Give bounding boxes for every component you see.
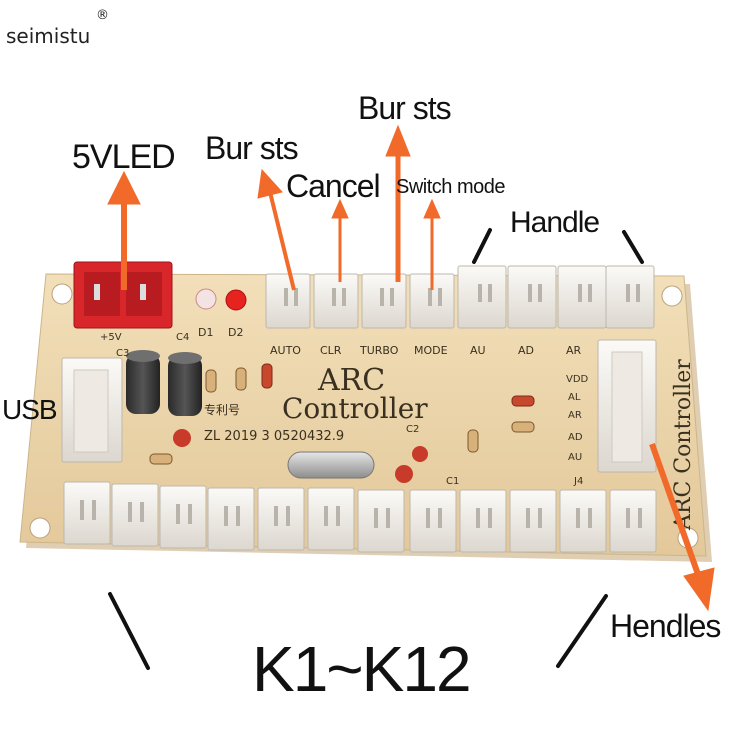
silk-j4: J4 bbox=[573, 476, 583, 487]
usb-connector bbox=[61, 357, 123, 463]
label-bursts-right: Bur sts bbox=[358, 90, 452, 126]
label-5vled: 5VLED bbox=[72, 138, 176, 176]
silk-au2: AU bbox=[568, 452, 582, 463]
silk-plus5v: +5V bbox=[100, 332, 122, 343]
label-usb: USB bbox=[2, 394, 58, 425]
patent-number: ZL 2019 3 0520432.9 bbox=[204, 429, 344, 444]
crystal bbox=[287, 451, 375, 479]
silk-al: AL bbox=[568, 392, 581, 403]
arrows bbox=[107, 124, 715, 612]
label-bursts-left: Bur sts bbox=[205, 130, 299, 166]
silk-ar2: AR bbox=[568, 410, 582, 421]
silk-mode: MODE bbox=[414, 344, 448, 357]
mount-hole bbox=[51, 283, 73, 305]
silk-d2: D2 bbox=[228, 326, 243, 339]
label-handle: Handle bbox=[510, 206, 600, 239]
right-connector bbox=[597, 339, 657, 473]
red-led-connector bbox=[73, 261, 173, 329]
board-title-controller: Controller bbox=[282, 392, 428, 425]
label-cancel: Cancel bbox=[286, 168, 381, 204]
label-switch-mode: Switch mode bbox=[396, 176, 506, 198]
mount-hole bbox=[661, 285, 683, 307]
silk-turbo: TURBO bbox=[359, 344, 399, 357]
silk-au: AU bbox=[470, 344, 486, 357]
ceramic-cap bbox=[395, 465, 413, 483]
bottom-connectors bbox=[63, 481, 657, 553]
silk-clr: CLR bbox=[320, 344, 342, 357]
brand-name: seimistu bbox=[6, 24, 91, 48]
ceramic-cap bbox=[173, 429, 191, 447]
label-k-range: K1~K12 bbox=[252, 633, 472, 705]
silk-ad2: AD bbox=[568, 432, 583, 443]
board-title-arc: ARC bbox=[317, 363, 385, 398]
capacitors bbox=[126, 350, 202, 416]
led-d1 bbox=[195, 288, 217, 310]
ceramic-cap bbox=[412, 446, 428, 462]
resistors bbox=[149, 363, 535, 465]
silk-c1: C1 bbox=[446, 476, 459, 487]
mount-hole bbox=[29, 517, 51, 539]
silk-d1: D1 bbox=[198, 326, 213, 339]
silk-auto: AUTO bbox=[270, 344, 301, 357]
label-hendles: Hendles bbox=[610, 608, 721, 644]
top-connectors bbox=[265, 265, 655, 329]
patent-label: 专利号 bbox=[204, 402, 240, 417]
silk-vdd: VDD bbox=[566, 374, 589, 385]
led-d2 bbox=[225, 289, 247, 311]
silk-c3: C3 bbox=[116, 348, 129, 359]
silk-ar: AR bbox=[566, 344, 582, 357]
silk-ad: AD bbox=[518, 344, 534, 357]
silk-c2: C2 bbox=[406, 424, 419, 435]
pointer-lines bbox=[108, 228, 644, 670]
registered-mark: ® bbox=[96, 8, 109, 23]
silk-c4: C4 bbox=[176, 332, 189, 343]
